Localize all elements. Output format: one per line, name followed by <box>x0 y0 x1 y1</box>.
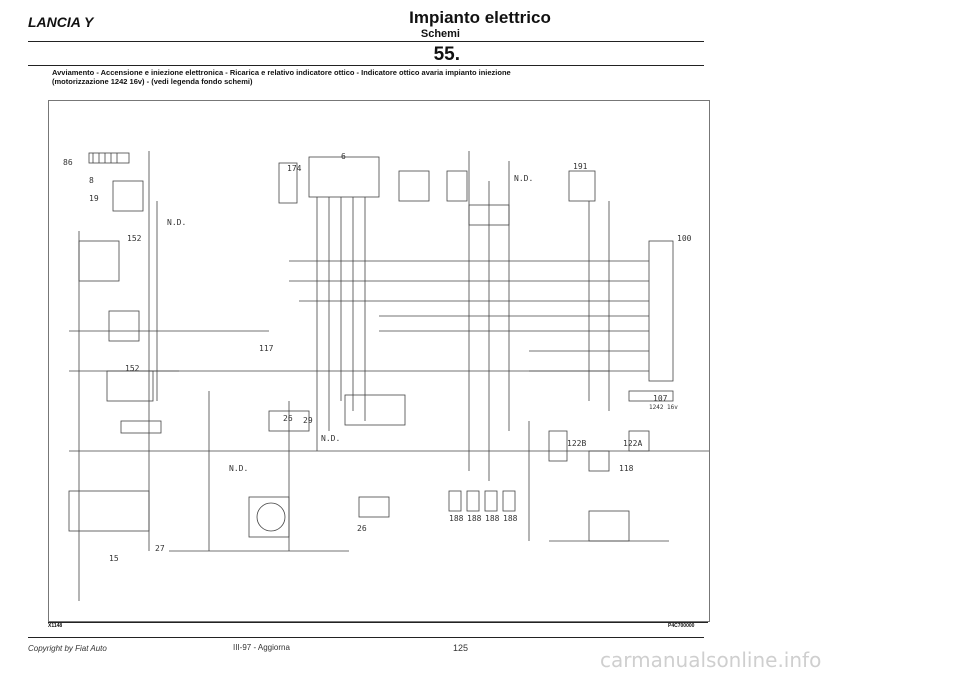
update-text: III-97 - Aggiorna <box>233 643 290 652</box>
diagram-description: Avviamento - Accensione e iniezione elet… <box>52 68 511 86</box>
wiring-diagram-svg: 86 8 19 N.D. 152 174 6 191 100 107 117 N… <box>63 151 709 601</box>
wiring-diagram: 86 8 19 N.D. 152 174 6 191 100 107 117 N… <box>48 100 710 622</box>
diagram-label: N.D. <box>321 434 340 443</box>
diagram-code-right: P4C700000 <box>668 623 695 629</box>
diagram-label: 118 <box>619 464 634 473</box>
diagram-label: N.D. <box>167 218 186 227</box>
header-rule-2 <box>28 65 704 66</box>
diagram-label: 122A <box>623 439 642 448</box>
diagram-label: 1242 16v <box>649 404 678 411</box>
diagram-label: 188 <box>449 514 464 523</box>
page-footer-rule <box>28 637 704 638</box>
diagram-label: 152 <box>125 364 140 373</box>
page-number: 125 <box>453 643 469 653</box>
diagram-label: 27 <box>155 544 165 553</box>
diagram-label: 117 <box>259 344 274 353</box>
diagram-label: N.D. <box>514 174 533 183</box>
diagram-label: 188 <box>485 514 500 523</box>
brand-title: LANCIA Y <box>28 14 94 30</box>
diagram-label: 107 <box>653 394 668 403</box>
diagram-label: 86 <box>63 158 73 167</box>
page-subtitle: Schemi <box>420 28 460 40</box>
copyright-text: Copyright by Fiat Auto <box>28 644 107 653</box>
diagram-label: 26 <box>357 524 367 533</box>
diagram-label: 122B <box>567 439 586 448</box>
watermark: carmanualsonline.info <box>600 648 822 672</box>
diagram-label: 188 <box>503 514 518 523</box>
diagram-label: N.D. <box>229 464 248 473</box>
diagram-label: 26 <box>283 414 293 423</box>
diagram-label: 6 <box>341 152 346 161</box>
diagram-label: 174 <box>287 164 302 173</box>
diagram-label: 8 <box>89 176 94 185</box>
footer-rule <box>48 622 708 623</box>
header-rule <box>28 41 704 42</box>
diagram-label: 15 <box>109 554 119 563</box>
section-number: 55. <box>433 44 460 65</box>
diagram-label: 188 <box>467 514 482 523</box>
diagram-code-left: X1148 <box>48 623 63 629</box>
diagram-label: 19 <box>89 194 99 203</box>
diagram-label: 100 <box>677 234 692 243</box>
diagram-label: 29 <box>303 416 313 425</box>
diagram-label: 191 <box>573 162 588 171</box>
page-title: Impianto elettrico <box>409 8 551 27</box>
diagram-label: 152 <box>127 234 142 243</box>
